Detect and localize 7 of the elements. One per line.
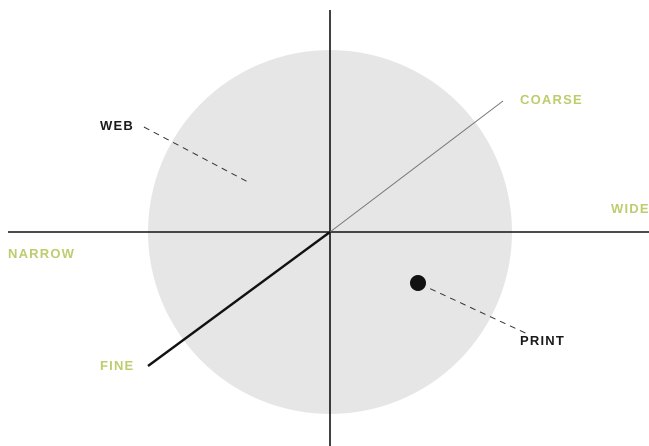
axis-pole-label: COARSE: [520, 92, 583, 108]
axis-pole-label: WIDE: [611, 201, 649, 217]
axis-pole-label: PRINT: [520, 333, 565, 349]
axis-pole-label: NARROW: [8, 246, 76, 262]
axis-pole-label: WEB: [100, 118, 134, 134]
axis-pole-label: FINE: [100, 358, 134, 374]
leader-line: [143, 126, 248, 182]
